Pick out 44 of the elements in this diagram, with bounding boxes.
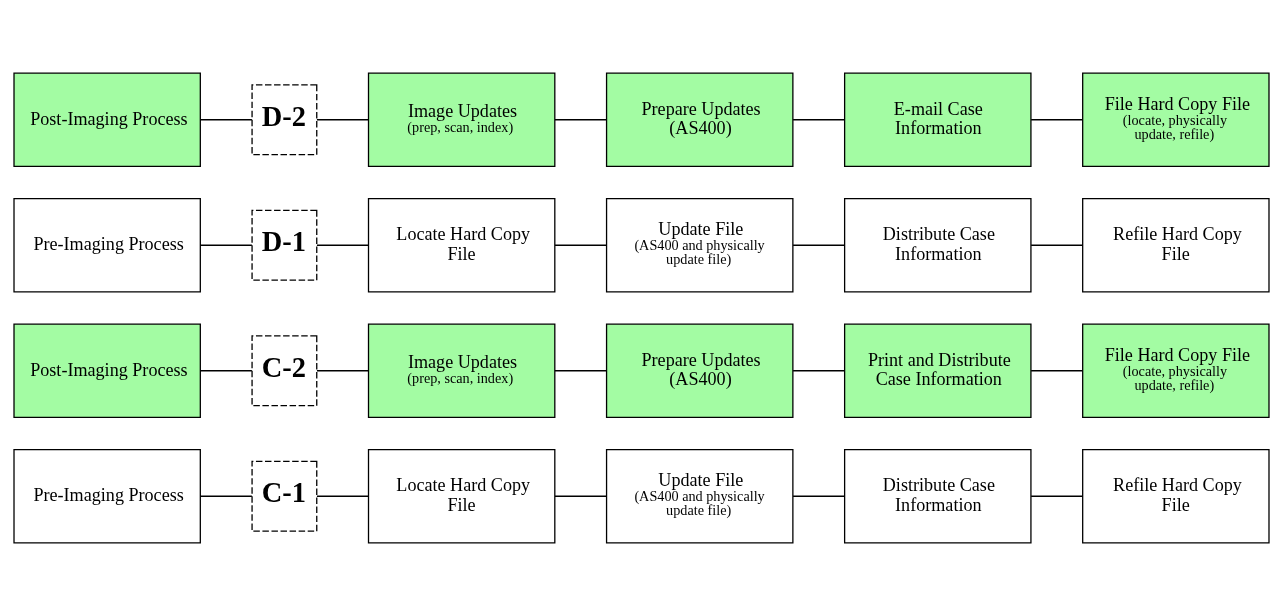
- connector: [1030, 244, 1084, 246]
- connector: [316, 119, 369, 121]
- node-box: Refile Hard Copy File: [1082, 449, 1270, 544]
- connector: [792, 495, 846, 497]
- connector: [316, 370, 369, 372]
- node-box: Update File (AS400 and physically update file): [605, 449, 794, 544]
- connector: [554, 495, 608, 497]
- connector: [199, 370, 253, 372]
- connector: [554, 244, 608, 246]
- node-box: D-2: [251, 84, 318, 156]
- connector: [554, 119, 608, 121]
- connector: [1030, 370, 1084, 372]
- node-box: Locate Hard Copy File: [367, 449, 556, 544]
- connector: [554, 370, 608, 372]
- node-box: File Hard Copy File (locate, physically update, refile): [1082, 323, 1270, 418]
- connector: [1030, 495, 1084, 497]
- node-box: D-1: [251, 209, 318, 281]
- node-box: Image Updates (prep, scan, index): [367, 72, 556, 167]
- node-box: C-2: [251, 335, 318, 407]
- connector: [792, 244, 846, 246]
- node-box: Locate Hard Copy File: [367, 198, 556, 293]
- node-box: Prepare Updates (AS400): [605, 72, 794, 167]
- node-box: Distribute Case Information: [844, 449, 1032, 544]
- node-box: Distribute Case Information: [844, 198, 1032, 293]
- node-box: Prepare Updates (AS400): [605, 323, 794, 418]
- node-box: E-mail Case Information: [844, 72, 1032, 167]
- node-box: Image Updates (prep, scan, index): [367, 323, 556, 418]
- connector: [199, 119, 253, 121]
- connector: [316, 495, 369, 497]
- connector: [792, 370, 846, 372]
- node-box: Pre-Imaging Process: [13, 449, 201, 544]
- connector: [199, 244, 253, 246]
- node-box: Update File (AS400 and physically update file): [605, 198, 794, 293]
- connector: [792, 119, 846, 121]
- node-box: File Hard Copy File (locate, physically update, refile): [1082, 72, 1270, 167]
- connector: [199, 495, 253, 497]
- connector: [1030, 119, 1084, 121]
- node-box: Post-Imaging Process: [13, 323, 201, 418]
- node-box: Pre-Imaging Process: [13, 198, 201, 293]
- node-box: Post-Imaging Process: [13, 72, 201, 167]
- node-box: Refile Hard Copy File: [1082, 198, 1270, 293]
- connector: [316, 244, 369, 246]
- node-box: Print and Distribute Case Information: [844, 323, 1032, 418]
- node-box: C-1: [251, 460, 318, 532]
